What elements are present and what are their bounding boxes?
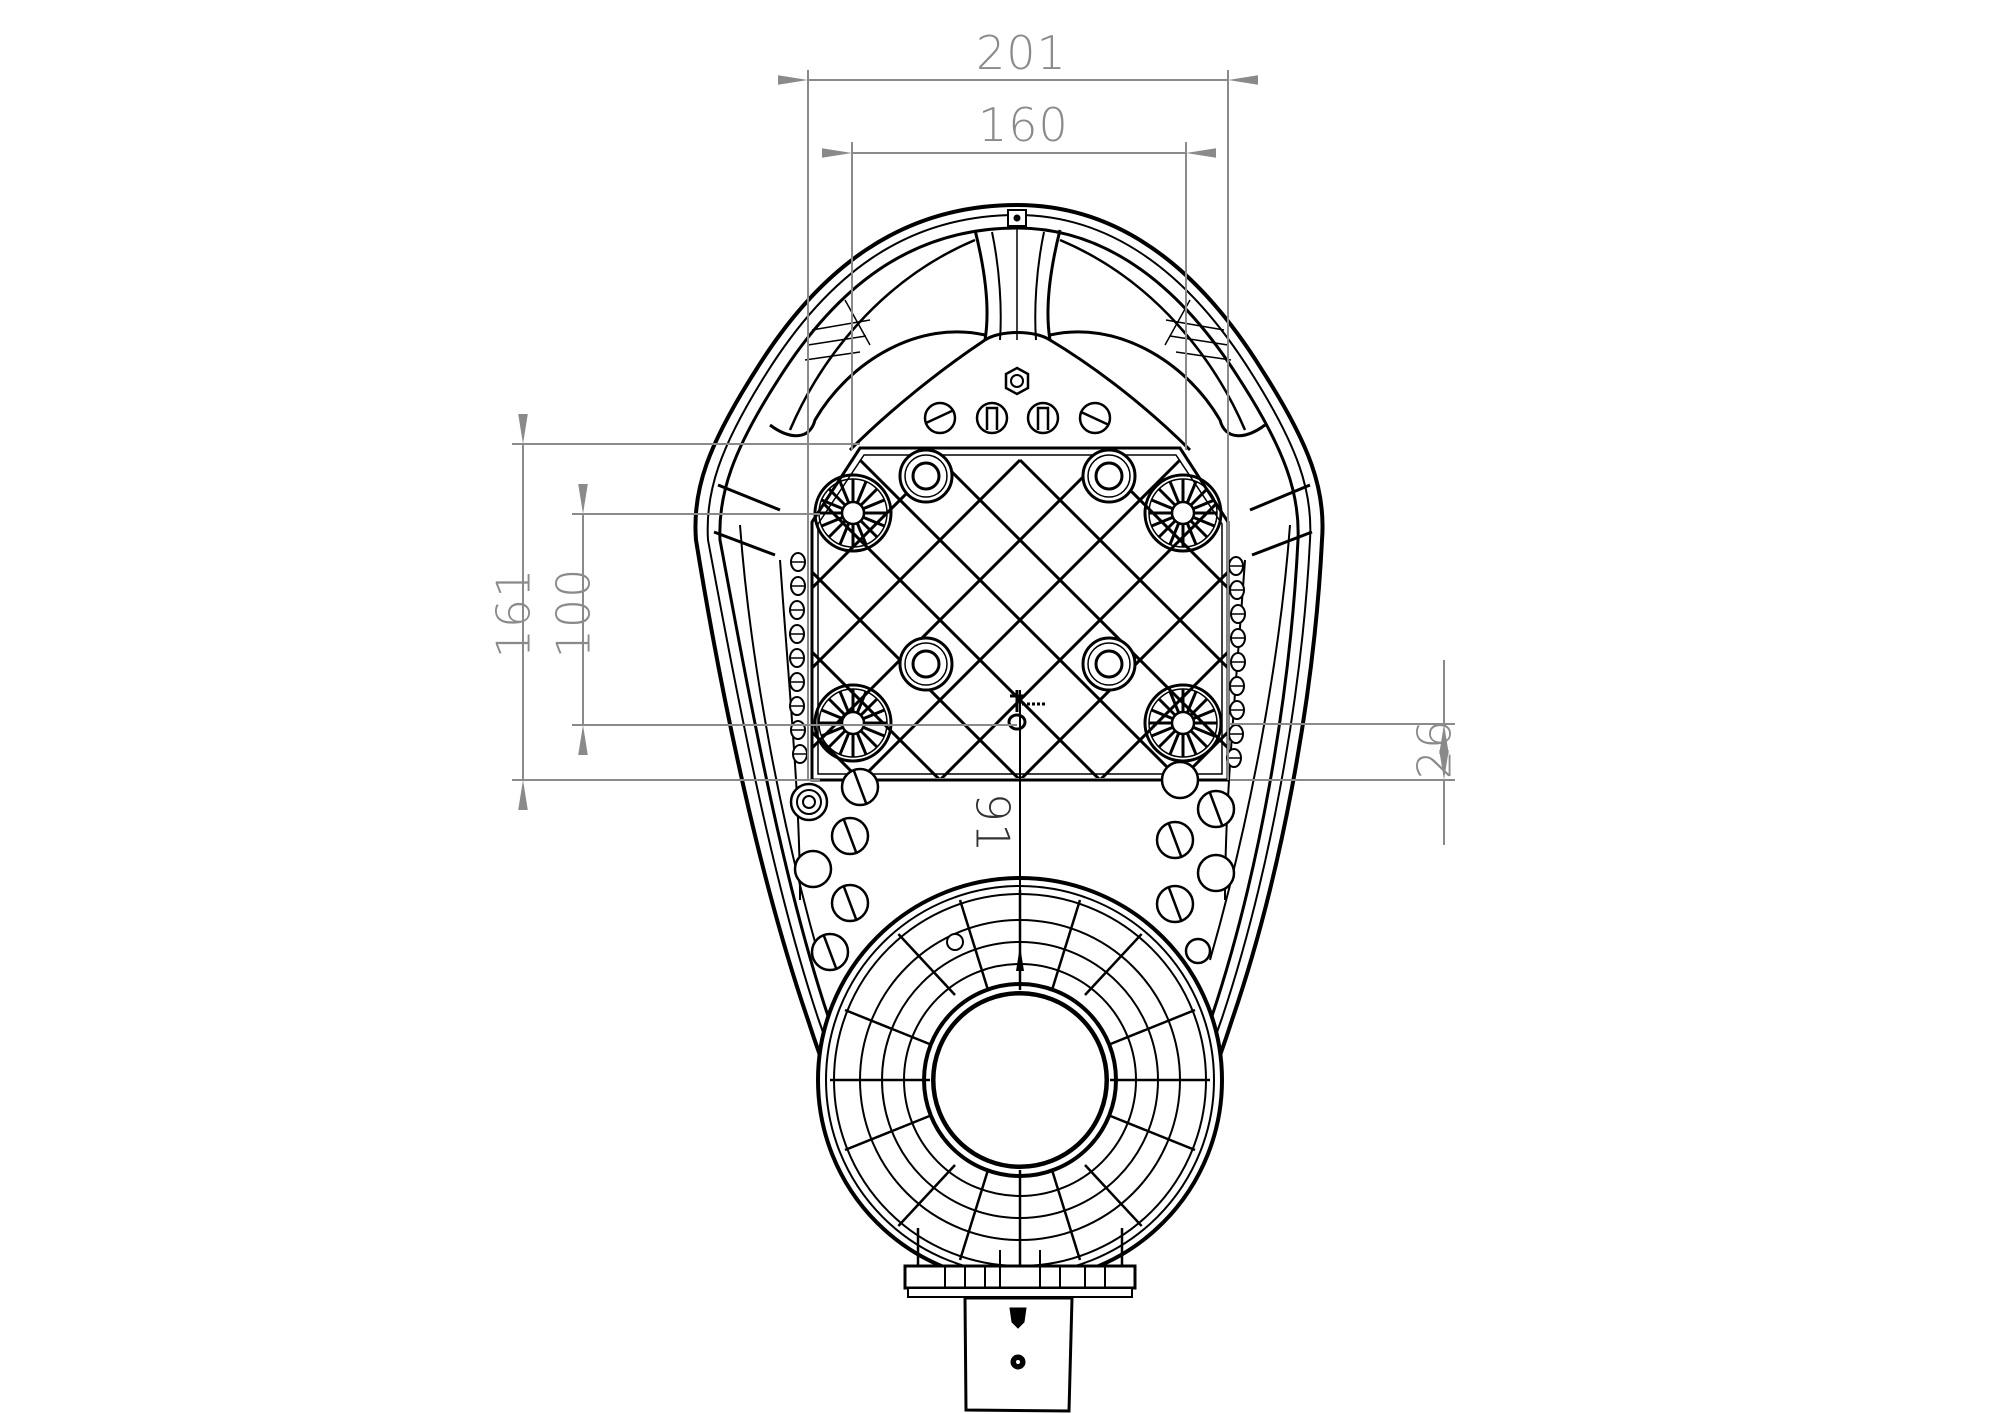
dimension-lines xyxy=(512,70,1455,845)
dimension-label-offset: 26 xyxy=(1407,718,1462,780)
left-vent-holes xyxy=(789,552,808,764)
dimension-label-center-to-mount: 91 xyxy=(965,792,1020,854)
top-reflector xyxy=(769,209,1266,452)
pole-entry-ring xyxy=(816,876,1224,1284)
mounting-stem xyxy=(963,1296,1074,1413)
right-vent-holes xyxy=(1226,556,1246,768)
mounting-clamp xyxy=(903,1228,1137,1298)
right-gland-holes xyxy=(1155,760,1236,965)
dimension-label-overall-width: 201 xyxy=(976,26,1067,80)
dimension-label-overall-plate-height: 161 xyxy=(486,567,541,659)
dimension-label-hole-spacing: 100 xyxy=(546,567,601,659)
left-gland-holes xyxy=(789,767,880,972)
dimension-label-plate-width: 160 xyxy=(978,98,1069,152)
